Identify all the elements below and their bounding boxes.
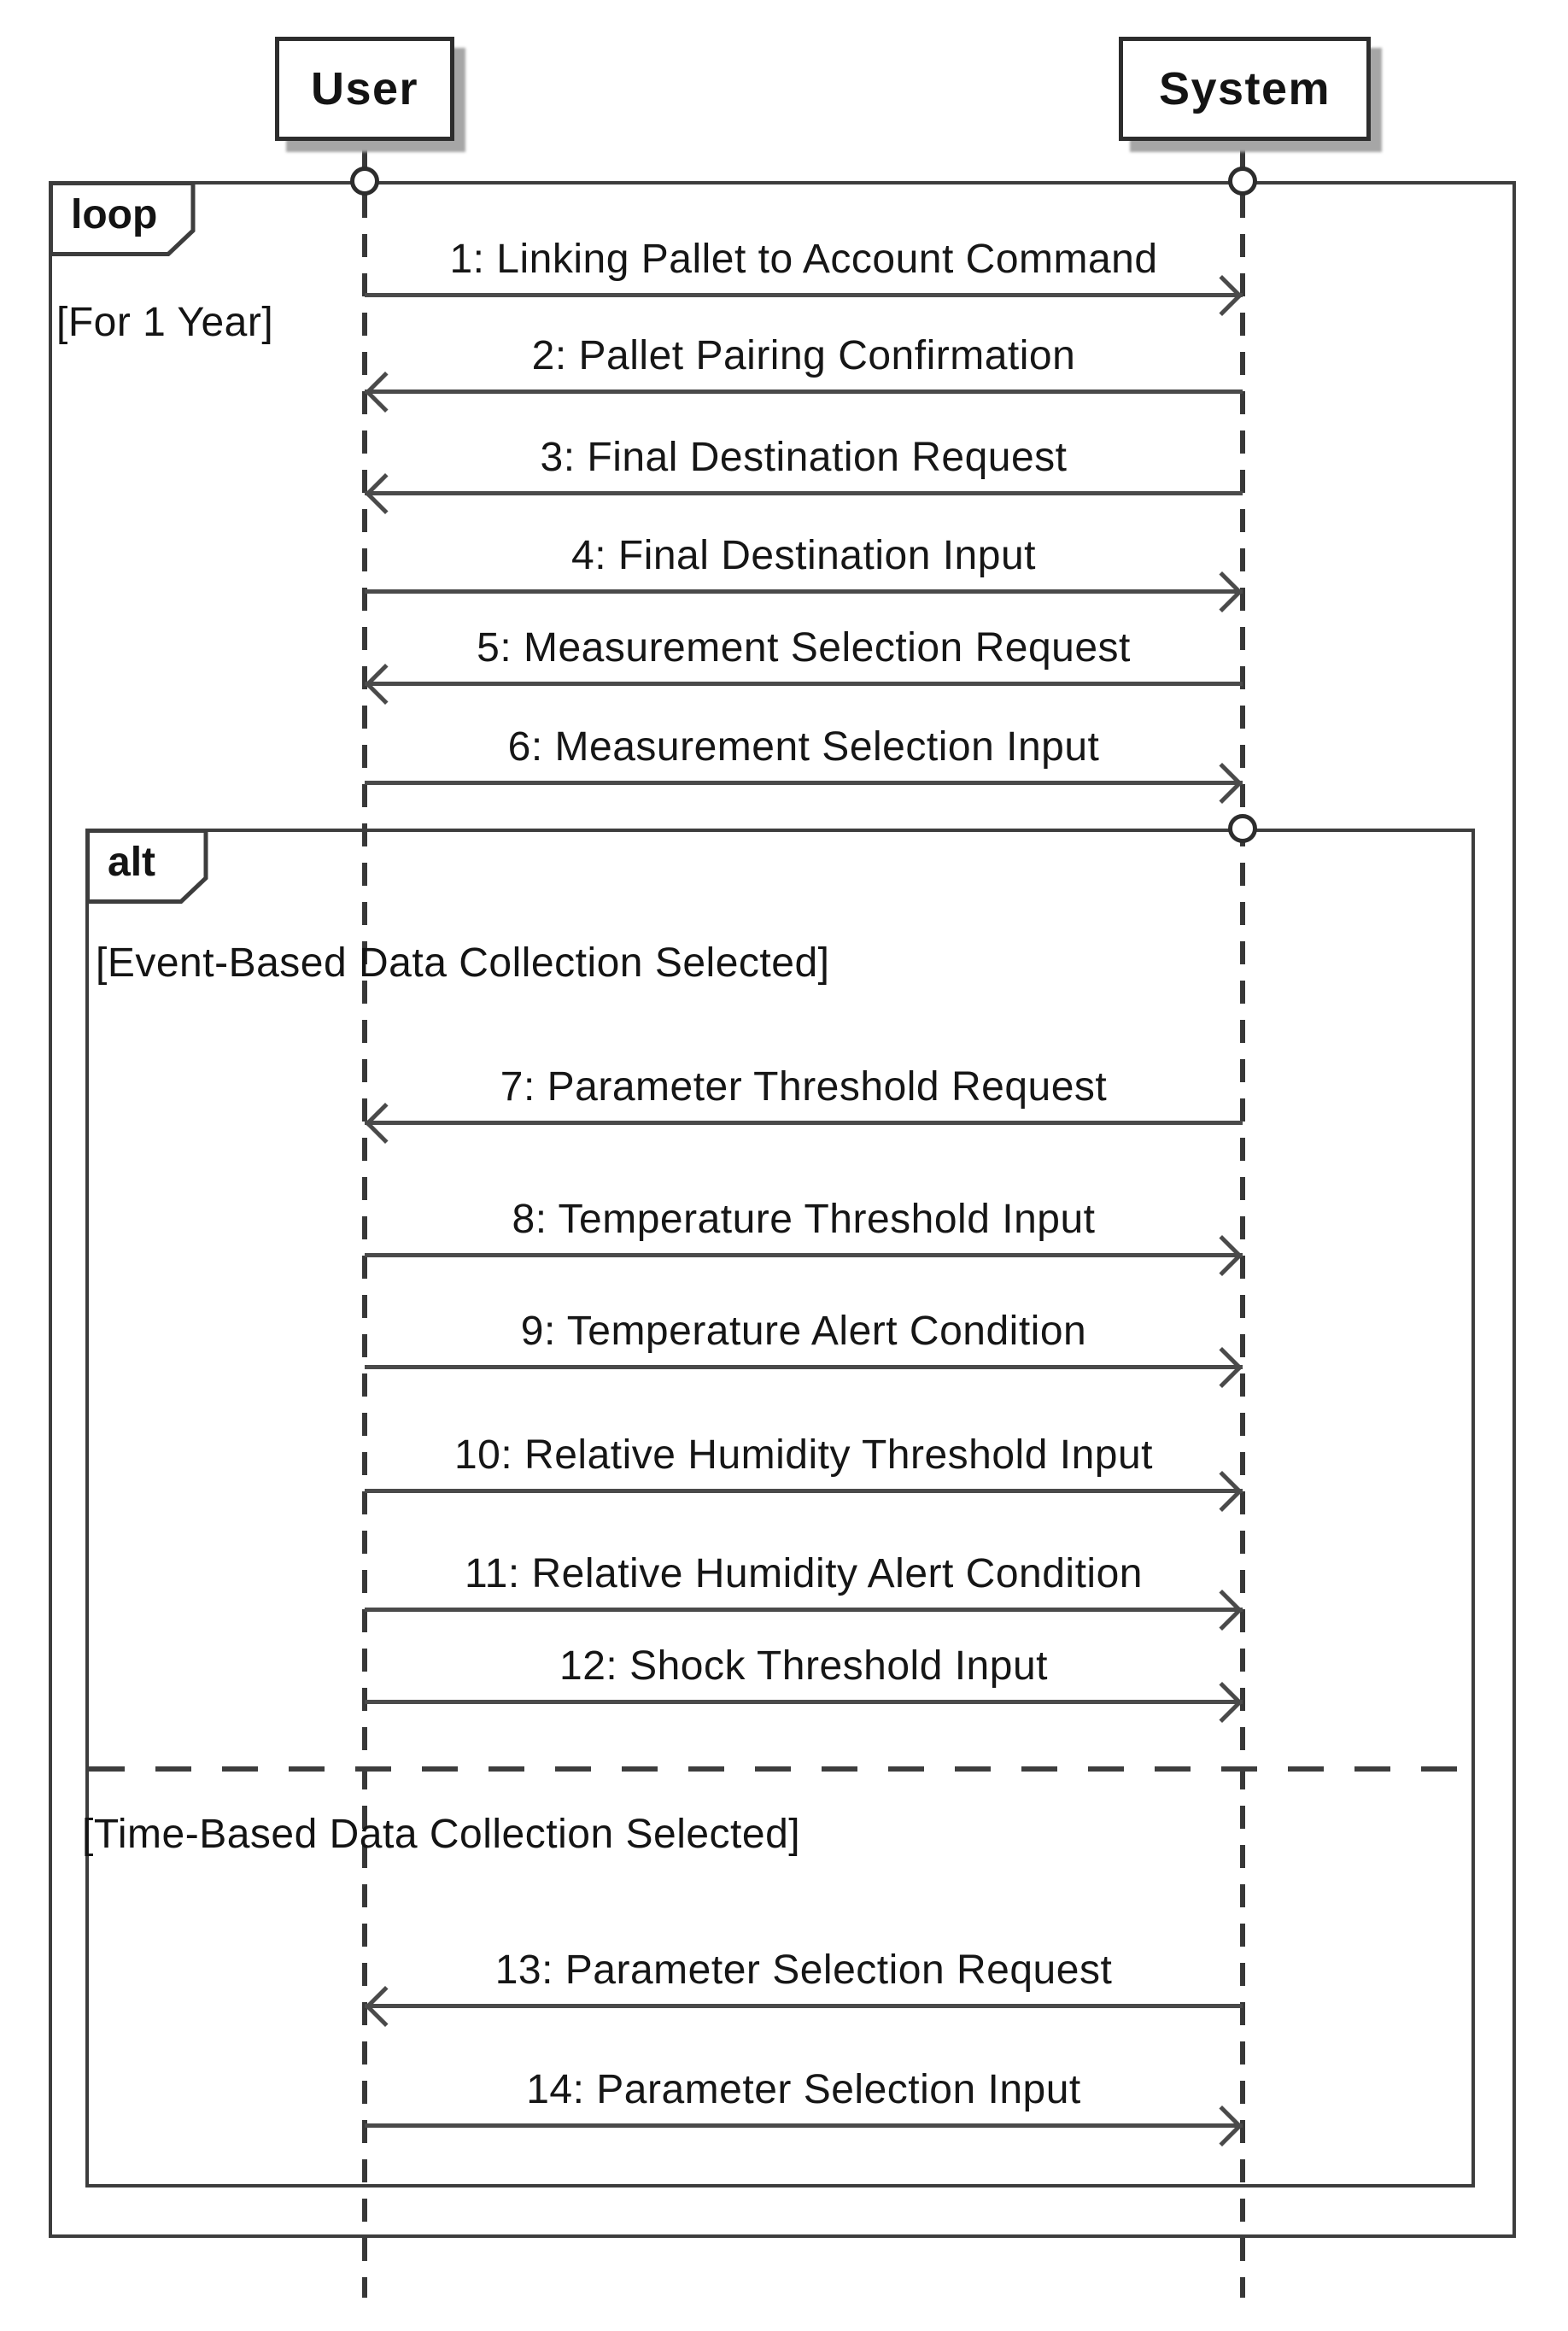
message-line <box>365 2123 1243 2128</box>
message-line <box>365 781 1243 785</box>
message-line <box>365 293 1243 297</box>
loop-operator-tab: loop <box>49 181 196 256</box>
message-label: 2: Pallet Pairing Confirmation <box>531 333 1076 378</box>
alt-else-separator <box>89 1766 1471 1772</box>
loop-fragment-frame <box>49 181 1516 2238</box>
message-line <box>365 2004 1243 2008</box>
message-label: 9: Temperature Alert Condition <box>520 1309 1087 1354</box>
message-label: 10: Relative Humidity Threshold Input <box>453 1432 1154 1478</box>
lifeline-system <box>1240 195 1245 2298</box>
message-label: 3: Final Destination Request <box>540 435 1068 480</box>
message-label: 12: Shock Threshold Input <box>559 1643 1048 1689</box>
loop-guard: [For 1 Year] <box>56 300 274 345</box>
message-line <box>365 491 1243 495</box>
lifeline-user <box>362 195 367 2298</box>
message-label: 13: Parameter Selection Request <box>494 1947 1113 1993</box>
message-label: 8: Temperature Threshold Input <box>512 1197 1096 1242</box>
alt-operator-tab: alt <box>85 829 208 904</box>
message-line <box>365 1121 1243 1125</box>
loop-operator-label: loop <box>71 192 158 237</box>
message-line <box>365 1608 1243 1612</box>
lifeline-connector-system <box>1240 140 1245 169</box>
actor-box-user: User <box>275 37 454 141</box>
message-label: 7: Parameter Threshold Request <box>500 1064 1108 1110</box>
alt-fragment-frame <box>85 829 1475 2188</box>
lifeline-anchor-circle <box>1228 167 1257 196</box>
message-label: 6: Measurement Selection Input <box>507 724 1100 770</box>
message-line <box>365 1489 1243 1493</box>
message-label: 1: Linking Pallet to Account Command <box>449 237 1158 282</box>
message-label: 5: Measurement Selection Request <box>477 625 1131 671</box>
message-label: 4: Final Destination Input <box>571 533 1036 578</box>
lifeline-anchor-circle <box>1228 814 1257 843</box>
message-line <box>365 1365 1243 1369</box>
message-line <box>365 1700 1243 1704</box>
message-label: 11: Relative Humidity Alert Condition <box>465 1551 1143 1596</box>
message-line <box>365 682 1243 686</box>
actor-box-system: System <box>1119 37 1371 141</box>
pentagon-shape-icon <box>49 181 196 256</box>
message-line <box>365 1253 1243 1257</box>
lifeline-connector-user <box>362 140 367 169</box>
pentagon-shape-icon <box>85 829 208 904</box>
lifeline-anchor-circle <box>350 167 379 196</box>
alt-operator-label: alt <box>108 840 156 885</box>
message-label: 14: Parameter Selection Input <box>526 2067 1081 2112</box>
alt-guard-time-based: [Time-Based Data Collection Selected] <box>82 1812 801 1857</box>
alt-guard-event-based: [Event-Based Data Collection Selected] <box>96 940 830 986</box>
message-line <box>365 389 1243 394</box>
message-line <box>365 589 1243 594</box>
